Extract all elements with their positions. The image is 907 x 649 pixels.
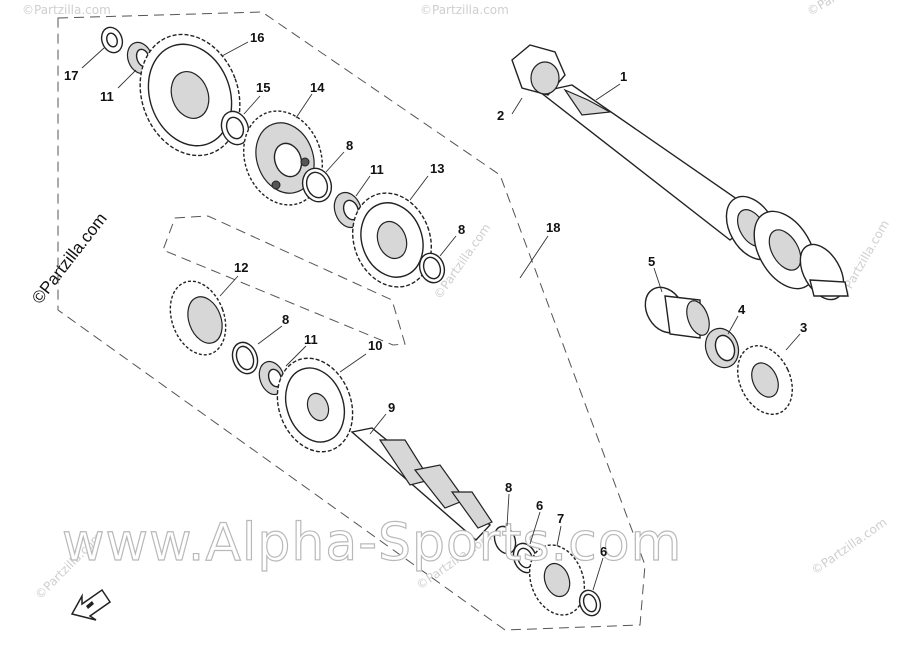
part-17-washer	[100, 26, 124, 54]
part-6-washer-b	[578, 589, 602, 617]
part-16-gear	[139, 33, 241, 157]
part-9-countershaft	[350, 427, 493, 541]
watermark-br: ©Partzilla.com	[809, 515, 890, 577]
part-15-washer	[220, 110, 250, 146]
front-direction-arrow-icon	[70, 588, 112, 621]
part-8-circlip-d	[493, 525, 517, 555]
part-4-needle-bearing	[704, 327, 740, 369]
part-5-bushing	[644, 286, 710, 339]
callout-17: 17	[64, 68, 78, 83]
callout-14: 14	[310, 80, 325, 95]
callout-numbers: 1 2 3 4 5 6 6 7 8 8 8 8 9 10 11 11 11 12…	[64, 30, 807, 559]
callout-1: 1	[620, 69, 627, 84]
alpha-sports-watermark: www.Alpha-Sports.com	[62, 513, 682, 573]
part-8-circlip-a	[301, 167, 333, 203]
part-2-nut	[511, 44, 566, 96]
part-12-gear	[169, 280, 227, 356]
part-1-main-shaft	[538, 84, 849, 301]
part-10-gear	[276, 357, 354, 453]
callout-6b: 6	[600, 544, 607, 559]
callout-11c: 11	[304, 332, 318, 347]
callout-4: 4	[738, 302, 746, 317]
callout-8d: 8	[505, 480, 512, 495]
part-3-gear	[737, 345, 793, 415]
callout-6a: 6	[536, 498, 543, 513]
callout-16: 16	[250, 30, 264, 45]
callout-3: 3	[800, 320, 807, 335]
callout-12: 12	[234, 260, 248, 275]
callout-8a: 8	[346, 138, 353, 153]
callout-13: 13	[430, 161, 444, 176]
subassembly-outline	[162, 215, 406, 346]
partzilla-watermark-main: ©Partzilla.com	[28, 209, 111, 307]
callout-8c: 8	[282, 312, 289, 327]
callout-8b: 8	[458, 222, 465, 237]
callout-9: 9	[388, 400, 395, 415]
callout-11a: 11	[100, 89, 114, 104]
watermark-tr: ©Partzilla.com	[805, 0, 889, 19]
callout-18: 18	[546, 220, 560, 235]
part-8-circlip-b	[418, 252, 446, 284]
leader-lines	[81, 41, 801, 591]
shaft-1-gear-b	[753, 210, 817, 290]
callout-7: 7	[557, 511, 564, 526]
callout-2: 2	[497, 108, 504, 123]
part-8-circlip-c	[231, 341, 259, 375]
callout-15: 15	[256, 80, 270, 95]
part-7-gear	[528, 544, 586, 616]
part-13-gear	[351, 192, 433, 288]
callout-5: 5	[648, 254, 655, 269]
watermark-tl: ©Partzilla.com	[22, 3, 111, 17]
callout-11b: 11	[370, 162, 384, 177]
watermark-tc: ©Partzilla.com	[420, 3, 509, 17]
callout-10: 10	[368, 338, 382, 353]
